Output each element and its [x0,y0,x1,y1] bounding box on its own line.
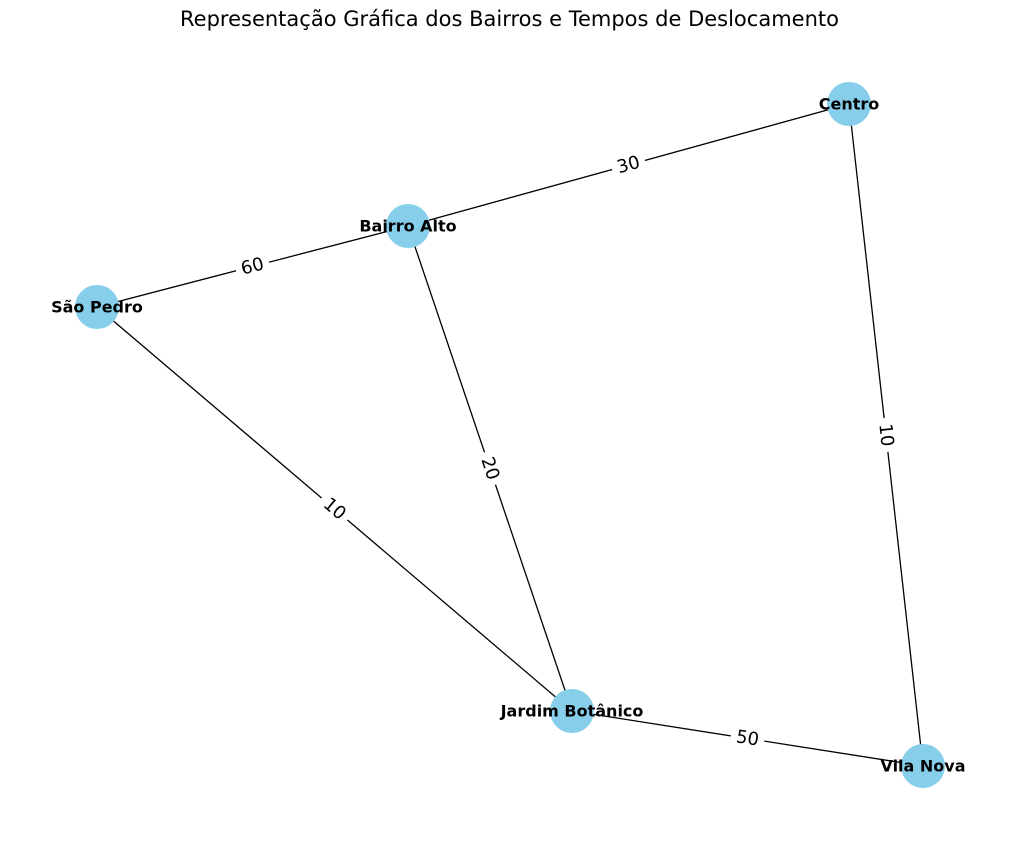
edge-weight-background [728,724,767,753]
edge-weight-background [608,148,649,182]
edge-labels-layer: 30 60 20 10 10 50 [233,148,900,753]
edge-weight-background [233,250,272,283]
edge-weight-label: 50 [728,724,767,753]
node-label-vila-nova: Vila Nova [880,757,965,776]
node-sao-pedro [75,285,119,329]
edge-weight-label: 20 [473,448,507,489]
node-vila-nova [901,744,945,788]
edge-weight-text: 10 [874,422,897,447]
node-label-centro: Centro [819,95,880,114]
node-bairro-alto [386,204,430,248]
edge-weight-text: 50 [735,726,761,750]
edge-weight-background [313,488,356,530]
node-centro [827,82,871,126]
edge-weight-label: 10 [313,488,356,530]
graph-title: Representação Gráfica dos Bairros e Temp… [180,7,839,31]
node-label-jardim-botanico: Jardim Botânico [500,702,644,721]
edge-weight-label: 10 [872,416,900,454]
edge-weight-background [872,416,900,454]
node-jardim-botanico [550,689,594,733]
edge-weight-background [473,448,507,489]
node-label-sao-pedro: São Pedro [51,298,143,317]
edge-weight-label: 60 [233,250,272,283]
edge-weight-label: 30 [608,148,649,182]
node-label-bairro-alto: Bairro Alto [359,217,456,236]
edges-layer [96,103,924,767]
